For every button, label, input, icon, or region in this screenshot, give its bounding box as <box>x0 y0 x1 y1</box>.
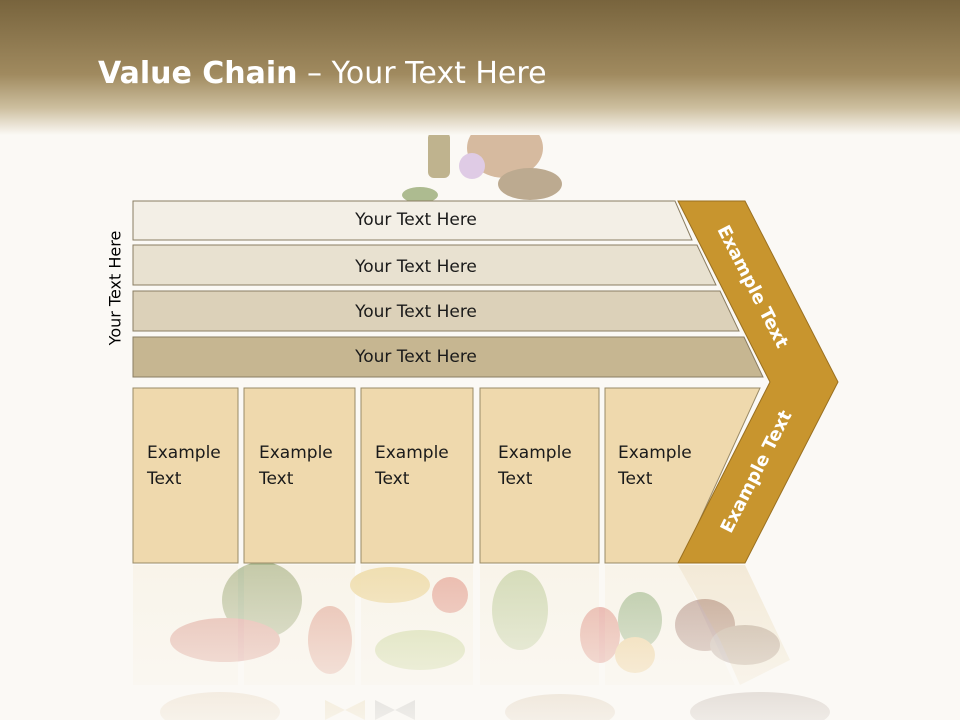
title-bold: Value Chain <box>98 56 298 91</box>
cell-1-label: Example Text <box>147 443 221 489</box>
row-3-shape <box>132 290 740 332</box>
cell-1-shape <box>132 387 239 564</box>
cell-2-label: Example Text <box>259 443 333 489</box>
row-2-label: Your Text Here <box>354 257 477 277</box>
cell-4-label: Example Text <box>498 443 572 489</box>
cell-3-shape <box>360 387 474 564</box>
row-2-shape <box>132 244 717 286</box>
slide-title: Value Chain – Your Text Here <box>98 56 547 91</box>
row-3-label: Your Text Here <box>354 302 477 322</box>
reflection-fade <box>0 565 960 720</box>
title-bar <box>0 0 960 135</box>
cell-5-label: Example Text <box>618 443 692 489</box>
cell-2-shape <box>243 387 356 564</box>
row-4-shape <box>132 336 764 378</box>
row-1-label: Your Text Here <box>354 210 477 230</box>
row-4-label: Your Text Here <box>354 347 477 367</box>
title-rest: – Your Text Here <box>297 56 547 91</box>
cell-4-shape <box>479 387 600 564</box>
margin-chevron <box>677 200 839 564</box>
cell-3-label: Example Text <box>375 443 449 489</box>
row-1-shape <box>132 200 693 241</box>
